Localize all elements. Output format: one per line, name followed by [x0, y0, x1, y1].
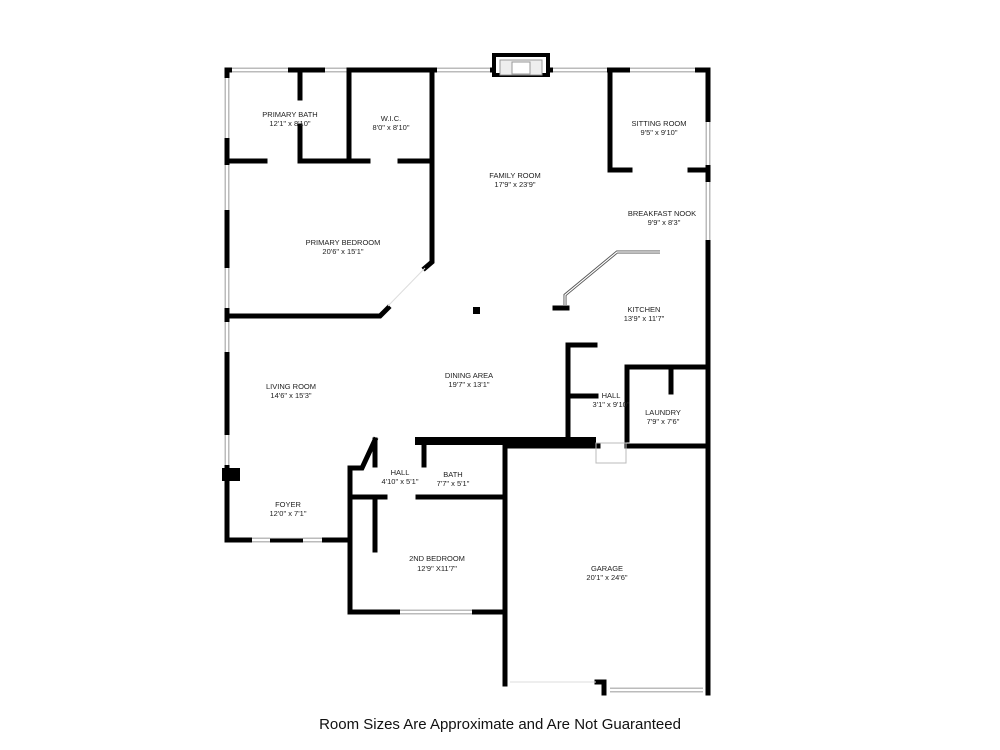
room-size: 9'5" x 9'10": [641, 128, 678, 137]
room-name: LAUNDRY: [645, 408, 681, 417]
room-name: DINING AREA: [445, 371, 493, 380]
room-size: 12'1" x 8'10": [269, 119, 310, 128]
room-size: 4'10" x 5'1": [382, 477, 419, 486]
room-size: 19'7" x 13'1": [448, 380, 489, 389]
room-name: 2ND BEDROOM: [409, 554, 465, 563]
disclaimer: Room Sizes Are Approximate and Are Not G…: [319, 716, 681, 733]
room-name: PRIMARY BATH: [262, 110, 317, 119]
room-name: FAMILY ROOM: [489, 171, 540, 180]
room-name: HALL: [602, 391, 621, 400]
room-name: W.I.C.: [381, 114, 401, 123]
room-size: 8'0" x 8'10": [373, 123, 410, 132]
room-name: PRIMARY BEDROOM: [306, 238, 381, 247]
room-name: SITTING ROOM: [632, 119, 687, 128]
room-size: 12'9" X11'7": [417, 564, 457, 573]
room-name: GARAGE: [591, 564, 623, 573]
room-name: LIVING ROOM: [266, 382, 316, 391]
room-size: 20'6" x 15'1": [322, 247, 363, 256]
room-size: 7'9" x 7'6": [647, 417, 680, 426]
room-size: 9'9" x 8'3": [648, 218, 681, 227]
fireplace: [492, 53, 550, 77]
room-name: FOYER: [275, 500, 301, 509]
room-name: KITCHEN: [628, 305, 661, 314]
room-name: HALL: [391, 468, 410, 477]
room-size: 7'7" x 5'1": [437, 479, 470, 488]
room-size: 3'1" x 9'10": [593, 400, 630, 409]
walls: [222, 53, 711, 696]
room-name: BATH: [443, 470, 462, 479]
room-size: 20'1" x 24'6": [586, 573, 627, 582]
room-size: 13'9" x 11'7": [624, 314, 665, 323]
room-size: 14'6" x 15'3": [270, 391, 311, 400]
room-name: BREAKFAST NOOK: [628, 209, 696, 218]
room-size: 12'0" x 7'1": [270, 509, 307, 518]
room-size: 17'9" x 23'9": [494, 180, 535, 189]
room-labels: PRIMARY BATH 12'1" x 8'10" W.I.C. 8'0" x…: [262, 110, 696, 582]
